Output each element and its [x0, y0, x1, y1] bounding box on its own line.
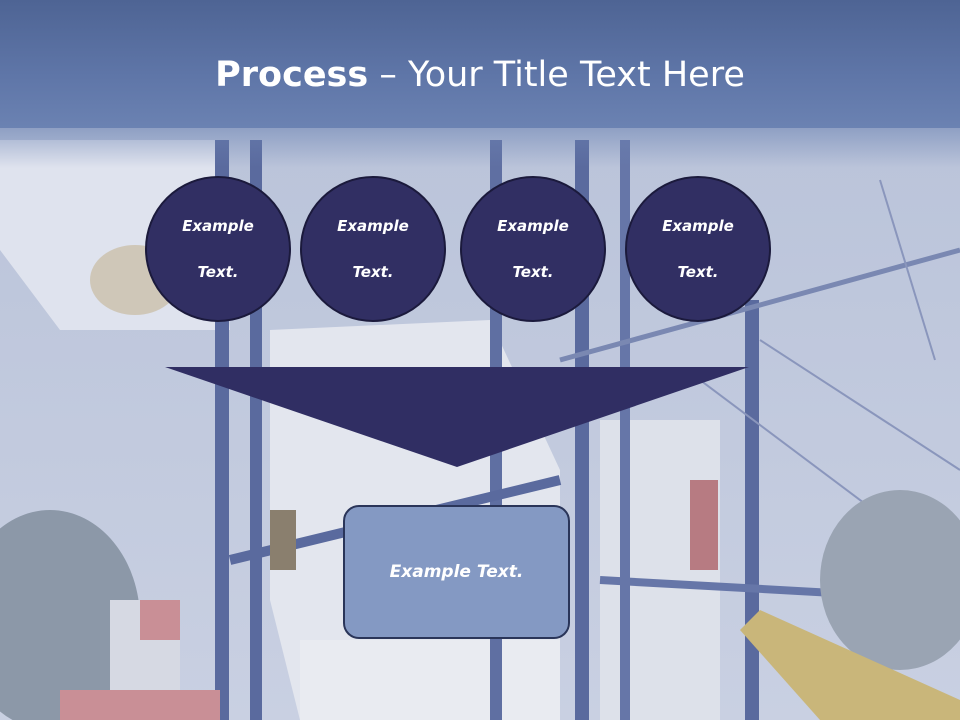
step-label-line1: Example — [337, 216, 409, 235]
funnel-arrow — [165, 367, 749, 467]
step-label-line2: Text. — [352, 262, 394, 281]
step-label-line1: Example — [662, 216, 734, 235]
title-band — [0, 0, 960, 128]
title-fade — [0, 128, 960, 168]
result-label: Example Text. — [389, 562, 524, 582]
step-label-line2: Text. — [677, 262, 719, 281]
title-rest: – Your Title Text Here — [368, 55, 745, 95]
step-label-line1: Example — [497, 216, 569, 235]
step-label-line2: Text. — [512, 262, 554, 281]
step-label-line2: Text. — [197, 262, 239, 281]
result-box[interactable]: Example Text. — [343, 505, 570, 639]
slide-title: Process – Your Title Text Here — [0, 52, 960, 98]
title-bold: Process — [215, 55, 369, 95]
step-label-line1: Example — [182, 216, 254, 235]
